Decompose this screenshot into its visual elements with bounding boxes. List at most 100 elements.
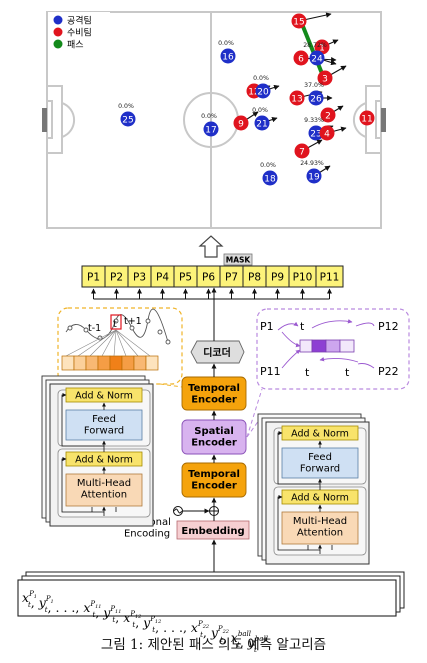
- right-feed-forward: [281, 447, 359, 479]
- pass-probability-label: 0.0%: [201, 113, 217, 120]
- player-marker: [306, 168, 322, 184]
- player-marker: [289, 90, 305, 106]
- player-marker: [308, 90, 324, 106]
- spatial-graph-panel: [256, 308, 410, 390]
- player-marker: [294, 143, 310, 159]
- token-label: P2: [110, 272, 123, 284]
- legend-defense-marker: [53, 27, 63, 37]
- right-add-norm-top-label: Add & Norm: [291, 429, 349, 440]
- player-marker: [254, 115, 270, 131]
- mask-box: [223, 253, 253, 266]
- pass-probability-label: 0.0%: [260, 162, 276, 169]
- pass-arrow: [300, 23, 325, 77]
- pass-probability-label: 0.0%: [118, 103, 134, 110]
- player-number: 25: [122, 116, 133, 126]
- player-number: 20: [257, 88, 269, 98]
- legend-defense-label: 수비팀: [67, 27, 92, 39]
- token-label: P9: [271, 272, 284, 284]
- token-arrows: [91, 288, 332, 300]
- player-number: 21: [256, 120, 267, 130]
- player-marker: [317, 70, 333, 86]
- left-multi-head-attention: [65, 473, 143, 507]
- player-marker: [220, 48, 236, 64]
- player-number: 16: [222, 53, 234, 63]
- player-marker: [291, 13, 307, 29]
- player-marker: [203, 121, 219, 137]
- player-number: 7: [299, 148, 305, 158]
- decoder-box: [190, 340, 245, 364]
- player-number: 3: [322, 75, 328, 85]
- player-marker: [319, 125, 335, 141]
- token-label: P4: [156, 272, 169, 284]
- player-number: 12: [248, 88, 259, 98]
- player-marker: [293, 50, 309, 66]
- spatial-t1: t: [300, 320, 305, 333]
- temporal-attention-bar: [61, 355, 159, 371]
- up-arrow: [198, 235, 224, 258]
- spatial-p1: P1: [260, 320, 274, 333]
- player-marker: [233, 115, 249, 131]
- player-number: 1: [319, 44, 325, 54]
- embedding-box: [176, 520, 250, 540]
- decoder-label: 디코더: [203, 346, 231, 359]
- token-label: P7: [225, 272, 238, 284]
- player-number: 6: [298, 55, 304, 65]
- player-marker: [359, 110, 375, 126]
- left-feed-forward: [65, 409, 143, 441]
- player-number: 2: [325, 112, 331, 122]
- spatial-attention-bar: [299, 339, 355, 353]
- spatial-t2: t: [305, 366, 310, 379]
- token-label: P8: [248, 272, 261, 284]
- spatial-arrows: [277, 319, 375, 369]
- token-label: P5: [179, 272, 192, 284]
- player-marker: [320, 107, 336, 123]
- figure-caption: 그림 1: 제안된 패스 의도 예측 알고리즘: [100, 637, 327, 653]
- spatial-p12: P12: [378, 320, 399, 333]
- mask-label: MASK: [226, 256, 252, 265]
- pass-probability-label: 24.93%: [300, 160, 324, 167]
- player-marker: [255, 83, 271, 99]
- player-number: 11: [361, 115, 372, 125]
- pass-probability-label: 28.72%: [303, 42, 327, 49]
- attention-fan: [65, 329, 151, 357]
- left-add-norm-bottom-label: Add & Norm: [75, 455, 133, 466]
- player-number: 9: [238, 120, 244, 130]
- legend: 공격팀 수비팀 패스: [48, 12, 110, 54]
- player-marker: [309, 50, 325, 66]
- pass-probability-label: 0.0%: [218, 40, 234, 47]
- legend-pass-marker: [53, 39, 63, 49]
- player-number: 13: [291, 95, 302, 105]
- player-number: 26: [310, 95, 322, 105]
- t-minus-label: t-1: [88, 323, 101, 334]
- token-label: P11: [320, 272, 340, 284]
- legend-pass-label: 패스: [67, 40, 84, 51]
- player-number: 24: [311, 55, 323, 65]
- temporal-graph-panel: [57, 307, 183, 385]
- input-sequence-stack: [17, 571, 405, 617]
- token-label: P10: [293, 272, 313, 284]
- pass-probability-label: 9.33%: [304, 117, 324, 124]
- token-p11: [315, 265, 344, 288]
- goal-nets: [42, 108, 386, 132]
- pass-probability-label: 0.0%: [252, 107, 268, 114]
- player-number: 4: [324, 130, 330, 140]
- legend-attack-marker: [53, 15, 63, 25]
- pass-probability-label: 37.0%: [304, 82, 324, 89]
- left-add-norm-top-label: Add & Norm: [75, 391, 133, 402]
- player-number: 15: [293, 18, 304, 28]
- spatial-p22: P22: [378, 365, 399, 378]
- player-number: 23: [310, 130, 321, 140]
- spatial-t3: t: [345, 366, 350, 379]
